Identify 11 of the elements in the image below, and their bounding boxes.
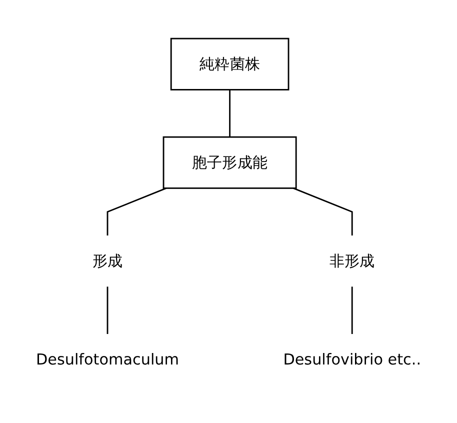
node-box: 胞子形成能 [162,136,297,189]
connector [229,89,231,137]
connector [106,286,108,334]
node-text: 非形成 [329,251,375,270]
connector [106,187,167,236]
connector [293,187,353,236]
node-text: 形成 [92,251,123,270]
connector [351,286,353,334]
node-text: Desulfotomaculum [36,350,180,368]
node-box: 純粋菌株 [170,38,290,90]
node-text: Desulfovibrio etc.. [283,350,422,368]
